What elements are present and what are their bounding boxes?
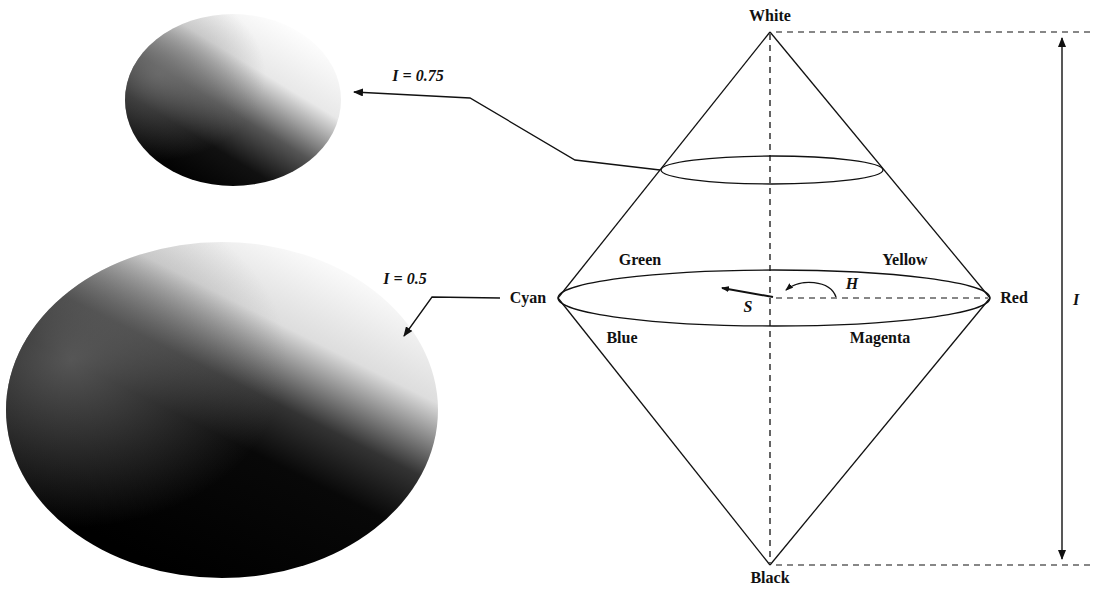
- intensity-label: I = 0.5: [383, 270, 426, 288]
- axis-label: I: [1073, 291, 1079, 309]
- color-label: Green: [619, 251, 661, 269]
- vertex-label: Black: [750, 569, 789, 587]
- color-label: Yellow: [882, 251, 927, 269]
- hue-reference: [776, 297, 988, 298]
- color-label: Blue: [606, 329, 637, 347]
- intensity-label: I = 0.75: [392, 67, 443, 85]
- color-label: Cyan: [510, 289, 546, 307]
- color-label: Red: [1000, 289, 1028, 307]
- intensity-disc: [6, 242, 438, 578]
- hue-arc: [786, 282, 836, 297]
- dimension-arrow: [1061, 300, 1062, 559]
- axis-label: H: [846, 275, 858, 293]
- leader-line: [354, 92, 660, 170]
- disc-shade: [125, 14, 341, 186]
- leader-line: [404, 297, 500, 336]
- intensity-disc: [125, 14, 341, 186]
- extent-line: [776, 564, 1094, 565]
- saturation-arrow: [722, 288, 773, 297]
- cone-outline: [558, 32, 990, 565]
- dimension-arrow: [1061, 38, 1062, 300]
- intensity-axis: [769, 34, 770, 563]
- extent-line: [776, 31, 1094, 32]
- axis-label: S: [744, 298, 753, 316]
- color-label: Magenta: [850, 329, 910, 347]
- disc-shade: [6, 242, 438, 578]
- vertex-label: White: [749, 7, 791, 25]
